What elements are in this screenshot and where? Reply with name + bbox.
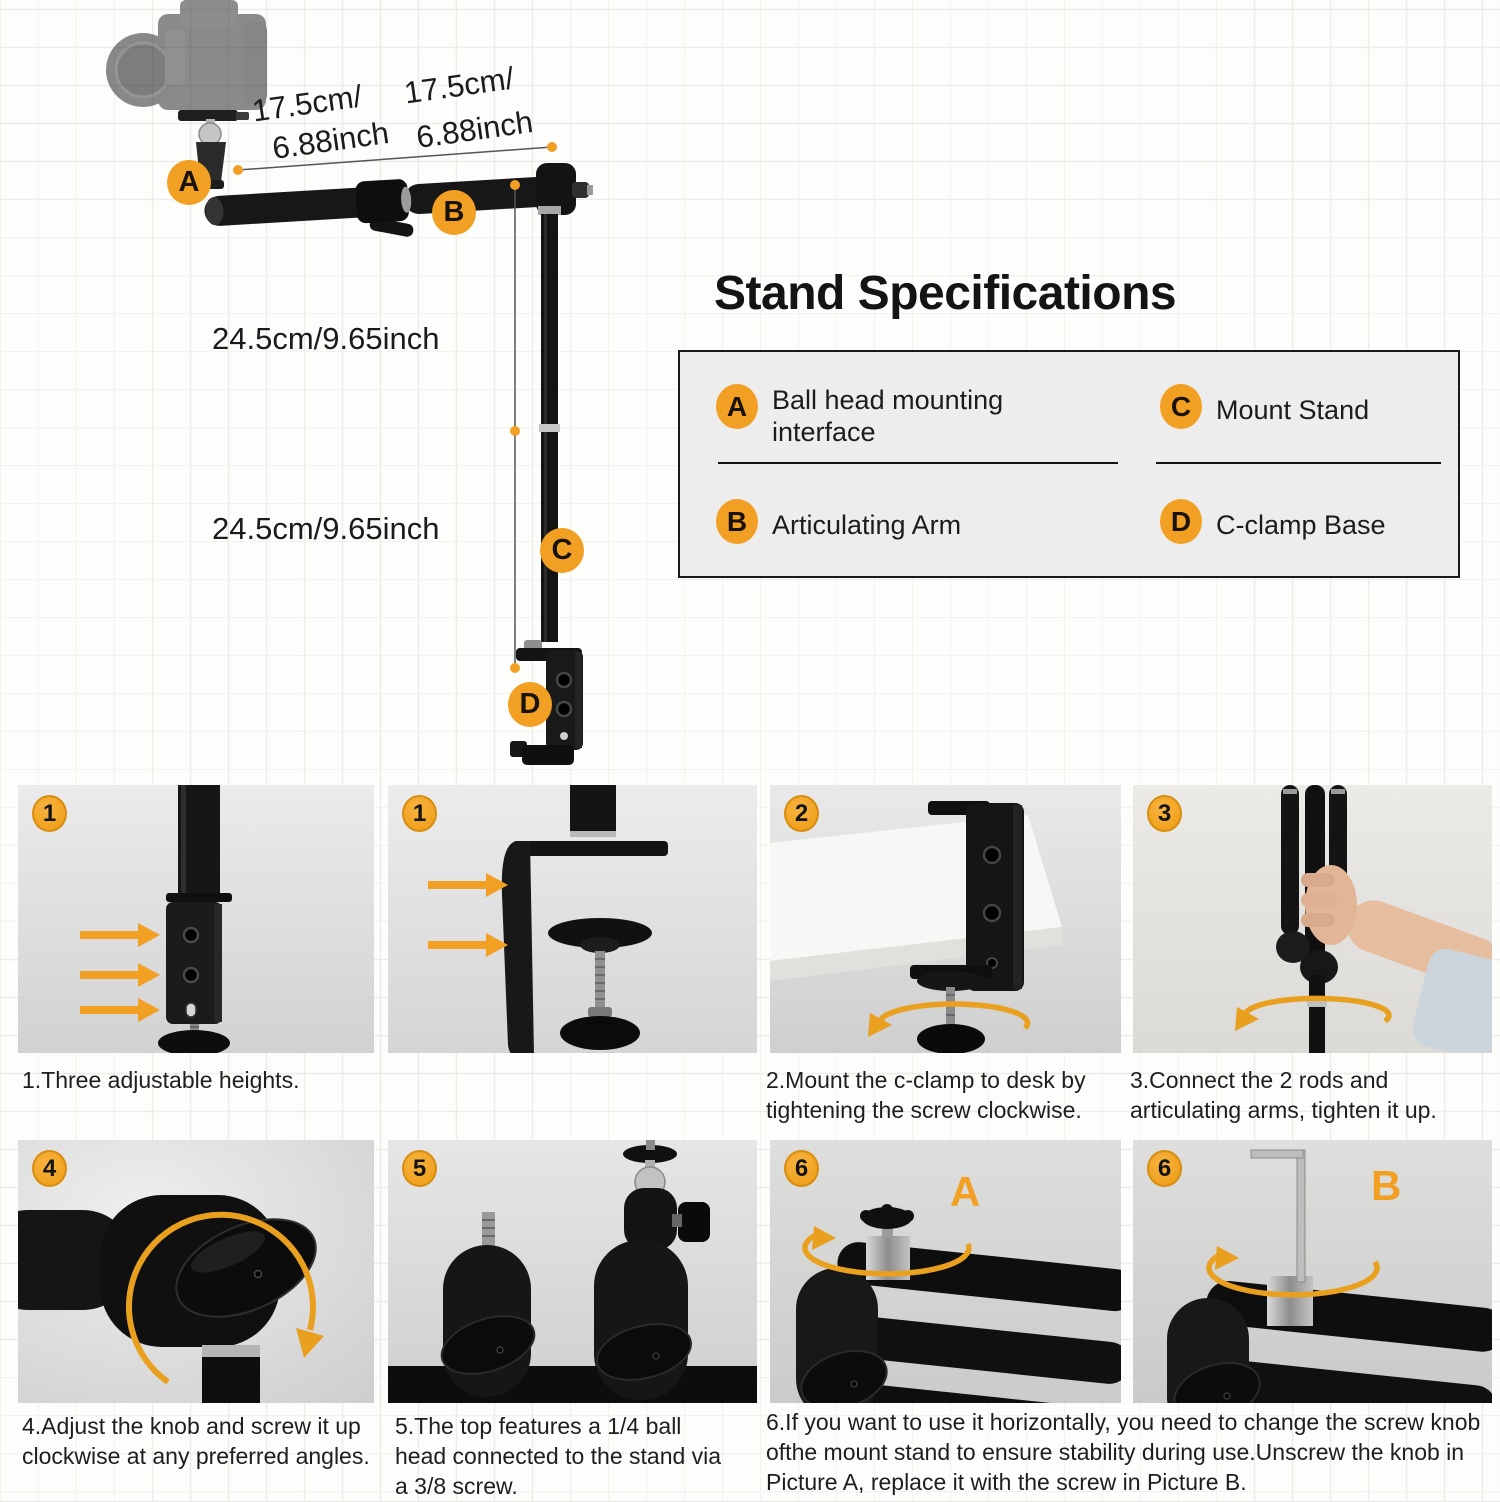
photo-knob-illustration [18, 1140, 374, 1403]
diagram-badge-b: B [432, 190, 476, 235]
star-knob [860, 1204, 914, 1229]
rotate-arrow-icon [1206, 1246, 1380, 1298]
step-badge: 1 [402, 795, 437, 832]
arrow-icon [428, 873, 508, 957]
c-clamp [510, 648, 583, 765]
rotate-arrow-icon [1235, 995, 1392, 1031]
photo-desk-clamp-illustration [770, 785, 1121, 1053]
step-badge: 2 [784, 795, 819, 832]
photo-clamp-illustration [388, 785, 757, 1053]
step-photo-6b: 6 B [1133, 1140, 1492, 1403]
spec-badge-b: B [716, 499, 758, 544]
rotate-arrow-icon [868, 1001, 1031, 1037]
photo-heights-illustration [18, 785, 374, 1053]
spec-badge-a: A [716, 384, 758, 429]
hand [1301, 865, 1492, 1053]
spec-label-c: Mount Stand [1216, 395, 1370, 425]
spec-badge-d: D [1160, 499, 1202, 544]
step-caption-6: 6.If you want to use it horizontally, yo… [766, 1409, 1481, 1495]
step-photo-3: 3 [1133, 785, 1492, 1053]
camera-silhouette [106, 0, 267, 110]
step-caption-1: 1.Three adjustable heights. [22, 1067, 300, 1093]
step-badge: 1 [32, 795, 67, 832]
step-badge: 5 [402, 1150, 437, 1187]
step-photo-4: 4 [18, 1140, 374, 1403]
stand-diagram-illustration [106, 0, 593, 765]
photo-hex-screw-b-illustration [1133, 1140, 1492, 1403]
picture-a-label: A [950, 1168, 981, 1215]
spec-divider-right [1156, 462, 1441, 464]
step-caption-3: 3.Connect the 2 rods and articulating ar… [1130, 1067, 1437, 1123]
step-badge: 4 [32, 1150, 67, 1187]
step-badge: 3 [1147, 795, 1182, 832]
photo-screw-knob-a-illustration [770, 1140, 1121, 1403]
diagram-badge-a: A [167, 160, 211, 205]
spec-label-b: Articulating Arm [772, 510, 962, 540]
hex-key [1250, 1149, 1306, 1283]
spec-label-a: Ball head mounting interface [772, 385, 1004, 448]
page-title: Stand Specifications [714, 267, 1177, 320]
spec-label-d: C-clamp Base [1216, 510, 1386, 540]
spec-divider-left [718, 462, 1118, 464]
picture-b-label: B [1371, 1162, 1402, 1209]
step-photo-1a: 1 [18, 785, 374, 1053]
arm-elbow [536, 163, 593, 215]
spec-badge-c: C [1160, 384, 1202, 429]
step-caption-5: 5.The top features a 1/4 ball head conne… [395, 1413, 722, 1499]
measurement-lines [233, 142, 557, 673]
measurement-pole-upper: 24.5cm/9.65inch [212, 321, 440, 356]
rotate-arrow-icon [125, 1211, 324, 1385]
photo-connect-rods-illustration [1133, 785, 1492, 1053]
spec-box: A Ball head mounting interface C Mount S… [678, 350, 1460, 578]
mount-stand-pole [524, 214, 560, 652]
step-photo-1b: 1 [388, 785, 757, 1053]
step-badge: 6 [784, 1150, 819, 1187]
articulating-arm [204, 176, 555, 237]
step-caption-2: 2.Mount the c-clamp to desk by tightenin… [766, 1067, 1086, 1123]
photo-ballhead-illustration [388, 1140, 757, 1403]
step-photo-5: 5 [388, 1140, 757, 1403]
rotate-arrow-icon [802, 1226, 972, 1277]
diagram-badge-c: C [540, 528, 584, 573]
step-caption-4: 4.Adjust the knob and screw it up clockw… [22, 1413, 370, 1469]
step-photo-2: 2 [770, 785, 1121, 1053]
step-badge: 6 [1147, 1150, 1182, 1187]
arrow-icon [80, 923, 160, 1022]
measurement-pole-lower: 24.5cm/9.65inch [212, 511, 440, 546]
step-photo-6a: 6 A [770, 1140, 1121, 1403]
diagram-badge-d: D [508, 682, 552, 727]
